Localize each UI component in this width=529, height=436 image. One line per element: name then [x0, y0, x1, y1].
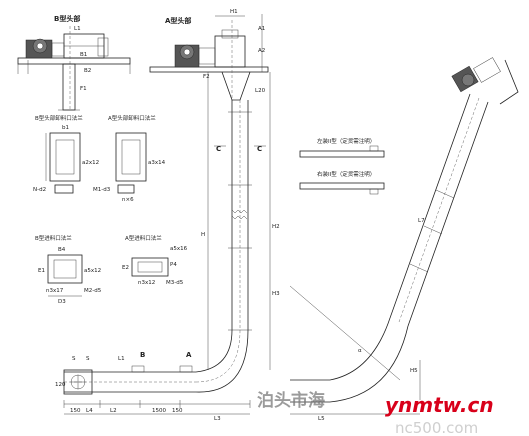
inclined-conveyor: L7 H5 α L5 [289, 57, 519, 422]
p4-label: P4 [170, 262, 177, 268]
n-d2-label: N-d2 [33, 187, 46, 193]
b-head-assembly: B型头部 L1 B1 B2 F1 [17, 14, 131, 111]
a-head-dim-top: H1 [230, 9, 238, 15]
a-head-inlet-flange-detail: A型头部卸料口法兰 a3x14 M1-d3 n×6 [93, 114, 166, 203]
b4-label: B4 [58, 247, 66, 253]
dim-h3: H3 [272, 291, 280, 297]
m1-d3-label: M1-d3 [93, 187, 111, 193]
vertical-casing: C C H2 H3 H [195, 72, 280, 393]
dim-l3: L3 [214, 416, 221, 422]
a-head-dim-a2: A2 [258, 48, 265, 54]
watermark-left-text: 泊头市海 [257, 390, 325, 411]
b1-label: b1 [62, 125, 69, 131]
n3x12-label: n3x12 [138, 280, 155, 286]
d3-label: D3 [58, 299, 66, 305]
m2-d5-label: M2-d5 [84, 288, 102, 294]
b-head-inlet-title: B型头部卸料口法兰 [35, 114, 83, 122]
dim-alpha: α [358, 348, 362, 354]
install-options: 左装II型（定货需注明） 右装II型（定货需注明） [299, 137, 385, 195]
a2x12-label: a2x12 [82, 160, 99, 166]
a5x12-label: a5x12 [84, 268, 101, 274]
dim-l2: L2 [110, 408, 117, 414]
nx6-label: n×6 [122, 197, 134, 203]
right-install-label: 右装II型（定货需注明） [317, 170, 375, 178]
b-head-title: B型头部 [54, 14, 80, 23]
a5x16-label: a5x16 [170, 246, 188, 252]
section-mark-left: C [216, 145, 221, 153]
dim-120: 120 [55, 382, 66, 388]
dim-l1-tail: L1 [118, 356, 125, 362]
b-head-dim-top: L1 [74, 26, 81, 32]
a-tail-inlet-flange-detail: A型进料口法兰 P4 a5x16 E2 n3x12 M3-d5 [122, 234, 188, 286]
a-head-dim-f2: F2 [203, 74, 210, 80]
a-head-inlet-title: A型头部卸料口法兰 [108, 114, 156, 122]
watermark-brand: ynmtw.cn [385, 393, 494, 417]
dim-l7: L7 [418, 218, 425, 224]
dim-l4: L4 [86, 408, 93, 414]
b-head-gearmotor-icon [25, 38, 65, 59]
tail-b-label: B [140, 351, 145, 359]
m3-d5-label: M3-d5 [166, 280, 184, 286]
watermark: 泊头市海 ynmtw.cn nc500.com [257, 390, 494, 436]
tail-a-label: A [186, 351, 192, 359]
dim-s-bottom: S [72, 356, 76, 362]
a3x14-label: a3x14 [148, 160, 166, 166]
b-tail-inlet-flange-detail: B型进料口法兰 B4 a5x12 E1 n3x17 M2-d5 D3 [35, 234, 102, 305]
dim-s-top: S [86, 356, 90, 362]
e2-label: E2 [122, 265, 129, 271]
dim-h2: H2 [272, 224, 280, 230]
a-head-dim-l20: L20 [255, 88, 266, 94]
a-tail-inlet-title: A型进料口法兰 [125, 234, 162, 242]
b-head-dim-b2: B2 [84, 68, 91, 74]
dim-l5: L5 [318, 416, 325, 422]
b-head-inlet-flange-detail: B型头部卸料口法兰 b1 a2x12 N-d2 [33, 114, 99, 194]
left-install-label: 左装II型（定货需注明） [317, 137, 375, 145]
n3x17-label: n3x17 [46, 288, 64, 294]
b-head-dim-f1: F1 [80, 86, 87, 92]
b-head-dim-b1: B1 [80, 52, 87, 58]
section-mark-right: C [257, 145, 262, 153]
e1-label: E1 [38, 268, 45, 274]
tail-wheel-icon [70, 374, 86, 390]
dim-150a: 150 [70, 408, 81, 414]
a-head-assembly: A型头部 H1 A1 A2 L20 F2 [149, 9, 269, 101]
horizontal-casing: B A S S L1 150 L4 L2 1500 150 L3 120 [55, 351, 251, 422]
dim-h: H [201, 232, 205, 238]
a-head-gearmotor-icon [174, 44, 216, 68]
dim-150b: 150 [172, 408, 183, 414]
dim-1500: 1500 [152, 408, 166, 414]
dim-h5: H5 [410, 368, 418, 374]
watermark-sub: nc500.com [395, 419, 478, 436]
a-head-dim-a1: A1 [258, 26, 265, 32]
a-head-title: A型头部 [165, 16, 191, 25]
inclined-head-gearmotor-icon [451, 57, 501, 93]
b-tail-inlet-title: B型进料口法兰 [35, 234, 72, 242]
